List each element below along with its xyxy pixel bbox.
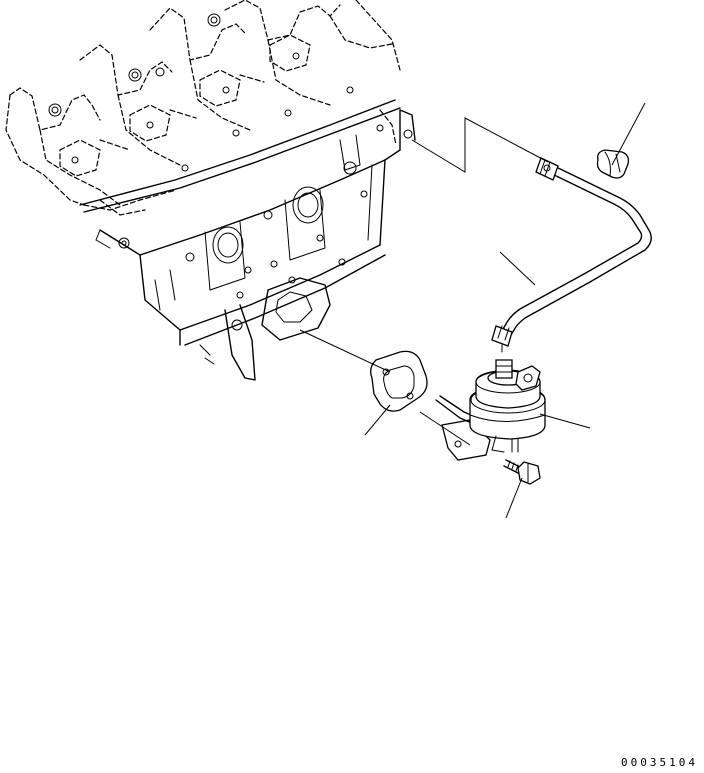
drawing-number: 00035104 [621,756,698,769]
feed-pump [435,359,546,461]
engine-block [5,0,416,381]
gasket [370,350,428,412]
fuel-pipe [491,157,652,353]
leader-lines [299,102,646,519]
mounting-bolt [503,459,541,485]
